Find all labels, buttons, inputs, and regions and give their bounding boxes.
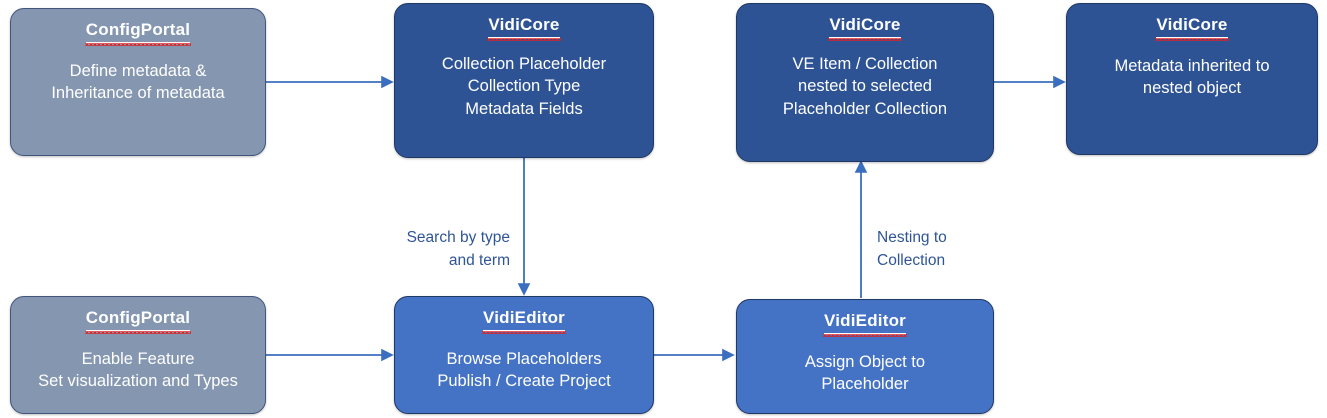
node-vidicore-collection-placeholder[interactable]: VidiCore Collection Placeholder Collecti… xyxy=(394,3,654,158)
node-videditor-assign[interactable]: VidiEditor Assign Object to Placeholder xyxy=(736,299,994,414)
node-body: Metadata inherited to nested object xyxy=(1114,56,1270,98)
node-title: ConfigPortal xyxy=(84,308,192,334)
node-videditor-browse[interactable]: VidiEditor Browse Placeholders Publish /… xyxy=(394,296,654,414)
node-title: VidiCore xyxy=(1155,15,1229,41)
node-title: VidiEditor xyxy=(823,311,907,337)
node-body: Assign Object to Placeholder xyxy=(804,352,926,394)
node-body: Collection Placeholder Collection Type M… xyxy=(441,54,607,119)
node-title: ConfigPortal xyxy=(84,20,192,46)
node-title: VidiCore xyxy=(828,15,902,41)
edge-label-text: Search by type and term xyxy=(406,229,510,269)
node-vidicore-nested-item[interactable]: VidiCore VE Item / Collection nested to … xyxy=(736,3,994,162)
node-body: Define metadata & Inheritance of metadat… xyxy=(51,61,225,103)
edge-label-search-by-type: Search by type and term xyxy=(374,205,510,272)
node-body: Enable Feature Set visualization and Typ… xyxy=(38,349,238,391)
node-config-portal-metadata[interactable]: ConfigPortal Define metadata & Inheritan… xyxy=(10,8,266,156)
node-title: VidiCore xyxy=(487,15,561,41)
node-title: VidiEditor xyxy=(482,308,566,334)
edge-label-nesting-to-collection: Nesting to Collection xyxy=(877,205,1027,272)
node-vidicore-metadata-inherited[interactable]: VidiCore Metadata inherited to nested ob… xyxy=(1066,3,1318,155)
node-config-portal-feature[interactable]: ConfigPortal Enable Feature Set visualiz… xyxy=(10,296,266,414)
node-body: Browse Placeholders Publish / Create Pro… xyxy=(437,349,611,391)
node-body: VE Item / Collection nested to selected … xyxy=(782,54,948,119)
edge-label-text: Nesting to Collection xyxy=(877,229,947,269)
